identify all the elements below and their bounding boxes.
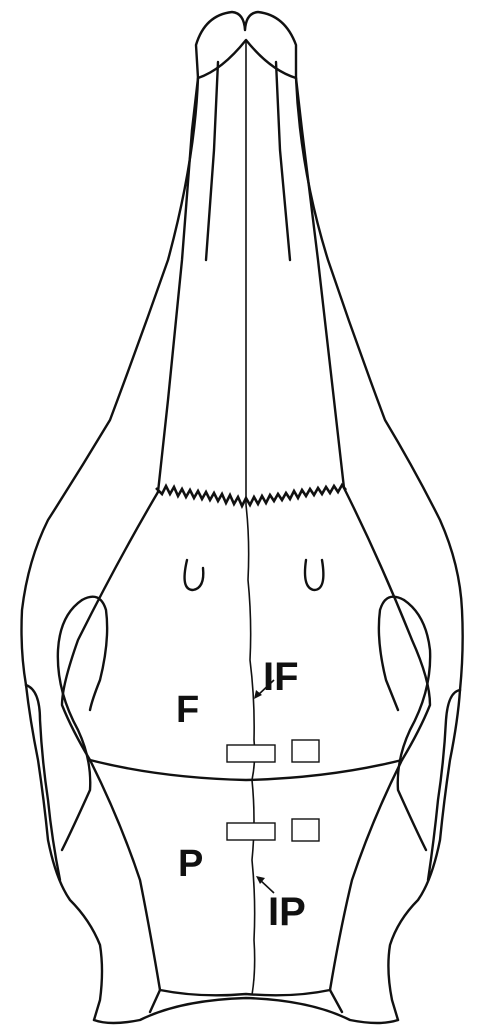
parietal-outline [90,760,402,995]
jugal-right [428,690,460,880]
maxilla-inner-left [206,62,218,260]
interfrontal-suture [246,505,255,780]
measurement-box-parietal-right [292,819,319,841]
frontal-outline [62,488,430,780]
frontonasal-suture [156,485,346,506]
label-interparietal: IP [268,890,306,934]
zygomatic-inner-right [398,600,430,850]
label-parietal: P [178,843,203,885]
label-interfrontal: IF [263,655,299,699]
zygomatic-inner-left [58,600,90,850]
premaxilla-left [22,78,199,685]
maxilla-inner-right [276,62,290,260]
interparietal-suture [252,780,255,995]
measurement-box-parietal-left [227,823,275,840]
zygoma-knob-left [82,597,107,710]
interparietal-base [94,998,398,1023]
label-frontal: F [176,689,199,731]
measurement-box-frontal-left [227,745,275,762]
premaxilla-right [296,78,463,690]
zygomatic-arch-right [388,690,460,1020]
supraorbital-notch-left [185,560,204,590]
measurement-box-frontal-right [292,740,319,762]
supraorbital-notch-right [305,560,323,590]
zygomatic-arch-left [26,685,102,1020]
